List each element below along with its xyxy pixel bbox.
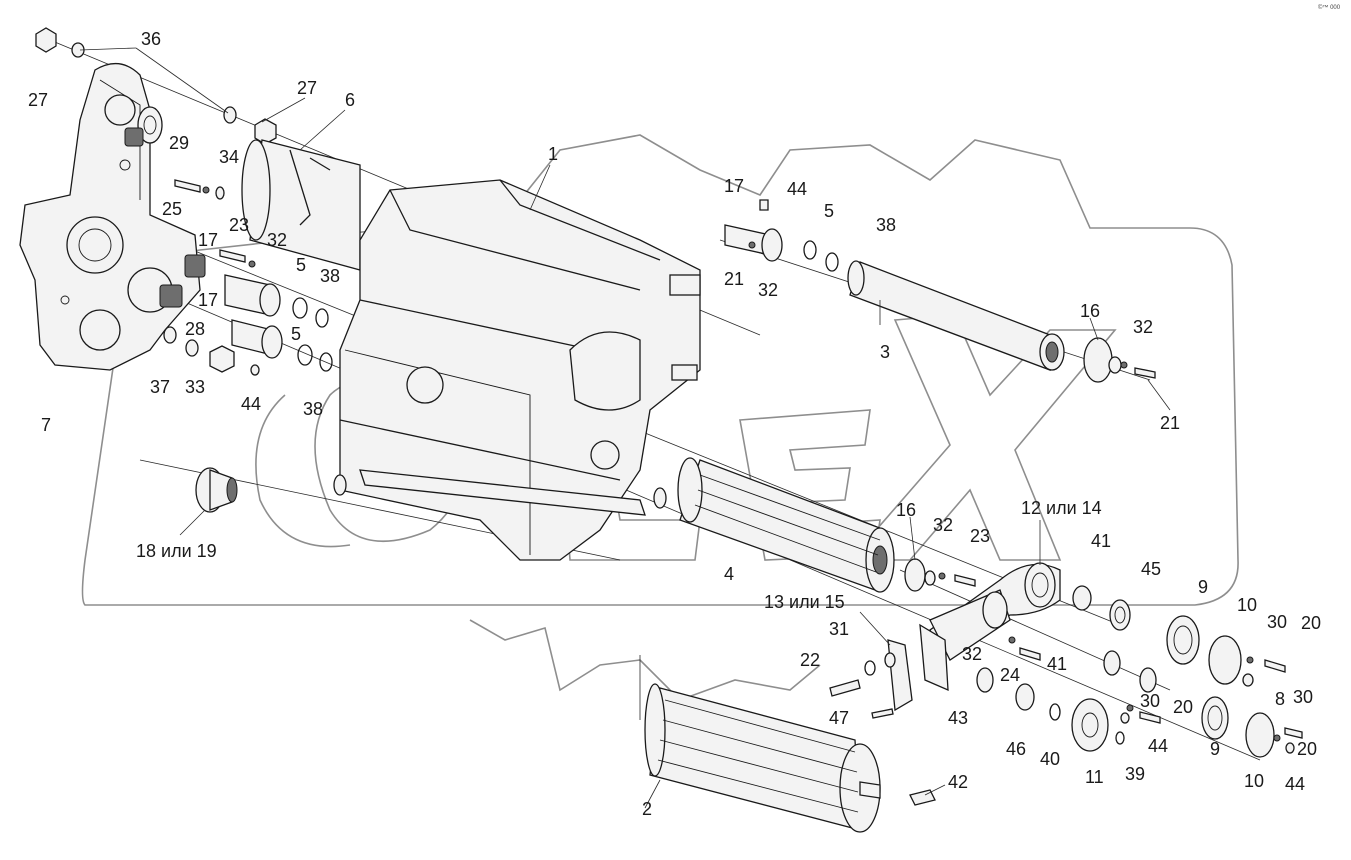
callout-11: 11 bbox=[1085, 767, 1104, 787]
roller-4-fluted bbox=[677, 457, 895, 593]
callout-16-lower: 16 bbox=[896, 500, 917, 520]
callout-44-mid: 44 bbox=[1148, 736, 1169, 756]
callout-17-upper: 17 bbox=[724, 176, 745, 196]
gearbox-housing bbox=[19, 63, 201, 371]
callout-2: 2 bbox=[642, 799, 653, 819]
roller-2-toothed bbox=[644, 683, 936, 833]
callout-21-right: 21 bbox=[1160, 413, 1181, 433]
callout-20-mid: 20 bbox=[1173, 697, 1194, 717]
right-bearing-stack bbox=[1072, 585, 1303, 758]
callout-12-or-14: 12 или 14 bbox=[1021, 498, 1102, 518]
callout-44-lower: 44 bbox=[1285, 774, 1306, 794]
gearbox-output-shafts bbox=[124, 106, 206, 308]
callout-9-lower: 9 bbox=[1210, 739, 1221, 759]
callout-27-left: 27 bbox=[28, 90, 49, 110]
callout-8: 8 bbox=[1275, 689, 1286, 709]
callout-28: 28 bbox=[185, 319, 206, 339]
callout-21-upper: 21 bbox=[724, 269, 745, 289]
callout-45: 45 bbox=[1141, 559, 1162, 579]
callout-42: 42 bbox=[948, 772, 969, 792]
roller-3 bbox=[847, 260, 1065, 371]
callout-20-upper: 20 bbox=[1301, 613, 1322, 633]
callout-46: 46 bbox=[1006, 739, 1027, 759]
callout-34: 34 bbox=[219, 147, 240, 167]
callout-47: 47 bbox=[829, 708, 850, 728]
callout-38-mid: 38 bbox=[320, 266, 341, 286]
callout-7: 7 bbox=[41, 415, 52, 435]
callout-3: 3 bbox=[880, 342, 891, 362]
callout-32-left: 32 bbox=[267, 230, 288, 250]
upper-drum bbox=[241, 139, 361, 271]
callout-24: 24 bbox=[1000, 665, 1021, 685]
callout-1: 1 bbox=[548, 144, 559, 164]
callout-41-lower: 41 bbox=[1047, 654, 1068, 674]
callout-44-upper: 44 bbox=[787, 179, 808, 199]
callout-30-lower: 30 bbox=[1293, 687, 1314, 707]
callout-32-bottom: 32 bbox=[962, 644, 983, 664]
callout-30-upper: 30 bbox=[1267, 612, 1288, 632]
callout-4: 4 bbox=[724, 564, 735, 584]
callout-5-mid: 5 bbox=[296, 255, 307, 275]
callout-31: 31 bbox=[829, 619, 850, 639]
callout-23-right: 23 bbox=[970, 526, 991, 546]
support-arms bbox=[919, 562, 1061, 692]
callout-38-upper: 38 bbox=[876, 215, 897, 235]
lower-flange-16 bbox=[904, 558, 976, 592]
callout-32-lower: 32 bbox=[933, 515, 954, 535]
callout-33: 33 bbox=[185, 377, 206, 397]
callout-43: 43 bbox=[948, 708, 969, 728]
callout-17-lower: 17 bbox=[198, 290, 219, 310]
callout-20-lower: 20 bbox=[1297, 739, 1318, 759]
nuts-and-washers-top bbox=[35, 27, 277, 145]
callout-10-upper: 10 bbox=[1237, 595, 1258, 615]
callout-25: 25 bbox=[162, 199, 183, 219]
callout-9-upper: 9 bbox=[1198, 577, 1209, 597]
callout-40: 40 bbox=[1040, 749, 1061, 769]
callout-5-lower: 5 bbox=[291, 324, 302, 344]
upper-right-bearing-group bbox=[724, 199, 839, 272]
callout-41-upper: 41 bbox=[1091, 531, 1112, 551]
callout-29: 29 bbox=[169, 133, 190, 153]
callout-36: 36 bbox=[141, 29, 162, 49]
callout-32-right: 32 bbox=[1133, 317, 1154, 337]
callout-18-or-19: 18 или 19 bbox=[136, 541, 217, 561]
bearing-housings-left bbox=[224, 274, 333, 372]
callout-37: 37 bbox=[150, 377, 171, 397]
drive-flange bbox=[195, 467, 238, 513]
callout-30-mid: 30 bbox=[1140, 691, 1161, 711]
callout-27-right: 27 bbox=[297, 78, 318, 98]
callout-22: 22 bbox=[800, 650, 821, 670]
callout-5-upper: 5 bbox=[824, 201, 835, 221]
callout-44-left: 44 bbox=[241, 394, 262, 414]
callout-39: 39 bbox=[1125, 764, 1146, 784]
main-frame bbox=[333, 179, 701, 561]
callout-16-upper: 16 bbox=[1080, 301, 1101, 321]
clamp-bracket bbox=[829, 639, 913, 719]
callout-17-mid: 17 bbox=[198, 230, 219, 250]
callout-23-left: 23 bbox=[229, 215, 250, 235]
lower-middle-small-parts bbox=[976, 636, 1161, 752]
callout-13-or-15: 13 или 15 bbox=[764, 592, 845, 612]
bolts-left-group bbox=[163, 179, 260, 376]
callout-32-upper: 32 bbox=[758, 280, 779, 300]
callout-38-lower: 38 bbox=[303, 399, 324, 419]
callout-10-lower: 10 bbox=[1244, 771, 1265, 791]
right-flange-16 bbox=[1083, 337, 1156, 383]
corner-mark: ©™ 000 bbox=[1318, 5, 1341, 11]
callout-6: 6 bbox=[345, 90, 356, 110]
callout-leaders bbox=[79, 47, 1171, 809]
